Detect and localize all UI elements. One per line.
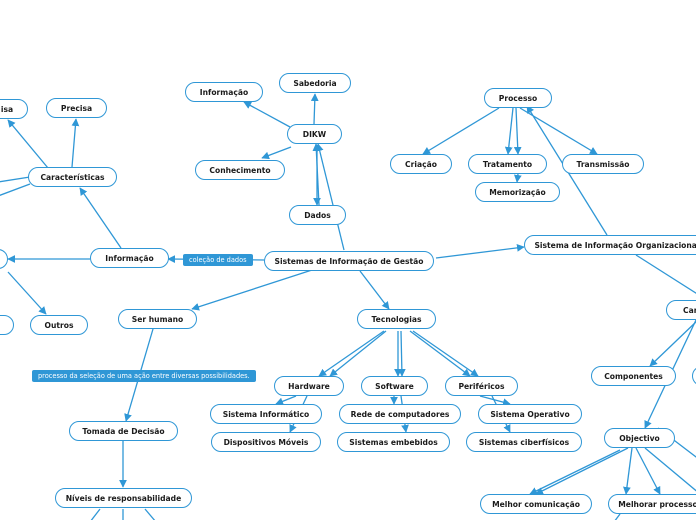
- connector-3: [261, 146, 292, 160]
- connector-49: [614, 513, 621, 520]
- node-conhecimento[interactable]: Conhecimento: [195, 160, 285, 180]
- connector-21: [318, 330, 385, 377]
- connector-47: [644, 447, 696, 492]
- node-hardware[interactable]: Hardware: [274, 376, 344, 396]
- node-objectivo[interactable]: Objectivo: [604, 428, 675, 448]
- connector-8: [71, 118, 80, 168]
- node-caracteristicas[interactable]: Características: [28, 167, 117, 187]
- node-memorizacao[interactable]: Memorização: [475, 182, 560, 202]
- node-perifericos[interactable]: Periféricos: [445, 376, 518, 396]
- connector-38: [519, 107, 598, 155]
- node-dados[interactable]: Dados: [289, 205, 346, 225]
- node-tecnologias[interactable]: Tecnologias: [357, 309, 436, 329]
- node-informacao[interactable]: Informação: [90, 248, 169, 268]
- node-partial-car[interactable]: Car: [666, 300, 696, 320]
- node-ser-humano[interactable]: Ser humano: [118, 309, 197, 329]
- node-sistema-informacao-organizacional[interactable]: Sistema de Informação Organizacional: [524, 235, 696, 255]
- node-sistema-informatico[interactable]: Sistema Informático: [210, 404, 322, 424]
- connector-17: [90, 508, 101, 520]
- node-melhorar-processo[interactable]: Melhorar processo: [608, 494, 696, 514]
- node-sistemas-ciberfisicos[interactable]: Sistemas ciberfísicos: [466, 432, 582, 452]
- connector-20: [359, 270, 390, 310]
- node-informacao-dikw[interactable]: Informação: [185, 82, 263, 102]
- connector-26: [412, 330, 479, 377]
- connector-9: [7, 119, 49, 169]
- node-precisa[interactable]: Precisa: [46, 98, 107, 118]
- connector-45: [623, 447, 633, 495]
- relationship-label-processo-selecao[interactable]: processo da seleção de uma ação entre di…: [32, 370, 256, 382]
- node-componentes[interactable]: Componentes: [591, 366, 676, 386]
- connector-44: [529, 449, 621, 495]
- node-software[interactable]: Software: [361, 376, 428, 396]
- node-partial-isa[interactable]: isa: [0, 99, 28, 119]
- node-sistema-operativo[interactable]: Sistema Operativo: [478, 404, 582, 424]
- connector-25: [409, 330, 471, 377]
- connector-40: [635, 254, 696, 294]
- node-dikw[interactable]: DIKW: [287, 124, 342, 144]
- connector-24: [397, 330, 406, 377]
- connector-11: [0, 183, 31, 196]
- connector-37: [513, 107, 522, 155]
- node-partial-left-2[interactable]: [0, 315, 14, 335]
- connector-14: [191, 269, 313, 311]
- node-sistemas-embebidos[interactable]: Sistemas embebidos: [337, 432, 450, 452]
- connector-41: [649, 321, 696, 367]
- connector-33: [435, 244, 525, 259]
- connector-31: [479, 395, 511, 406]
- node-outros[interactable]: Outros: [30, 315, 88, 335]
- connector-35: [422, 107, 500, 155]
- connector-22: [329, 330, 387, 377]
- connector-39: [514, 173, 522, 183]
- connector-27: [275, 395, 297, 406]
- node-sabedoria[interactable]: Sabedoria: [279, 73, 351, 93]
- connector-0: [315, 143, 345, 251]
- connector-1: [310, 93, 319, 125]
- connector-36: [504, 107, 514, 155]
- node-sistemas-informacao-gestao[interactable]: Sistemas de Informação de Gestão: [264, 251, 434, 271]
- node-criacao[interactable]: Criação: [390, 154, 452, 174]
- node-niveis-responsabilidade[interactable]: Níveis de responsabilidade: [55, 488, 192, 508]
- node-transmissao[interactable]: Transmissão: [562, 154, 644, 174]
- connector-2: [243, 101, 291, 128]
- node-tratamento[interactable]: Tratamento: [468, 154, 547, 174]
- connector-46: [635, 447, 661, 495]
- connector-10: [0, 176, 31, 183]
- connector-43: [535, 447, 629, 495]
- connector-19: [144, 508, 156, 520]
- relationship-label-colecao-dados[interactable]: coleção de dados: [183, 254, 253, 266]
- node-melhor-comunicacao[interactable]: Melhor comunicação: [480, 494, 592, 514]
- node-rede-computadores[interactable]: Rede de computadores: [339, 404, 461, 424]
- node-processo[interactable]: Processo: [484, 88, 552, 108]
- node-dispositivos-moveis[interactable]: Dispositivos Móveis: [211, 432, 321, 452]
- connector-5: [312, 143, 321, 206]
- node-tomada-decisao[interactable]: Tomada de Decisão: [69, 421, 178, 441]
- connector-7: [79, 187, 122, 249]
- connector-13: [7, 271, 47, 315]
